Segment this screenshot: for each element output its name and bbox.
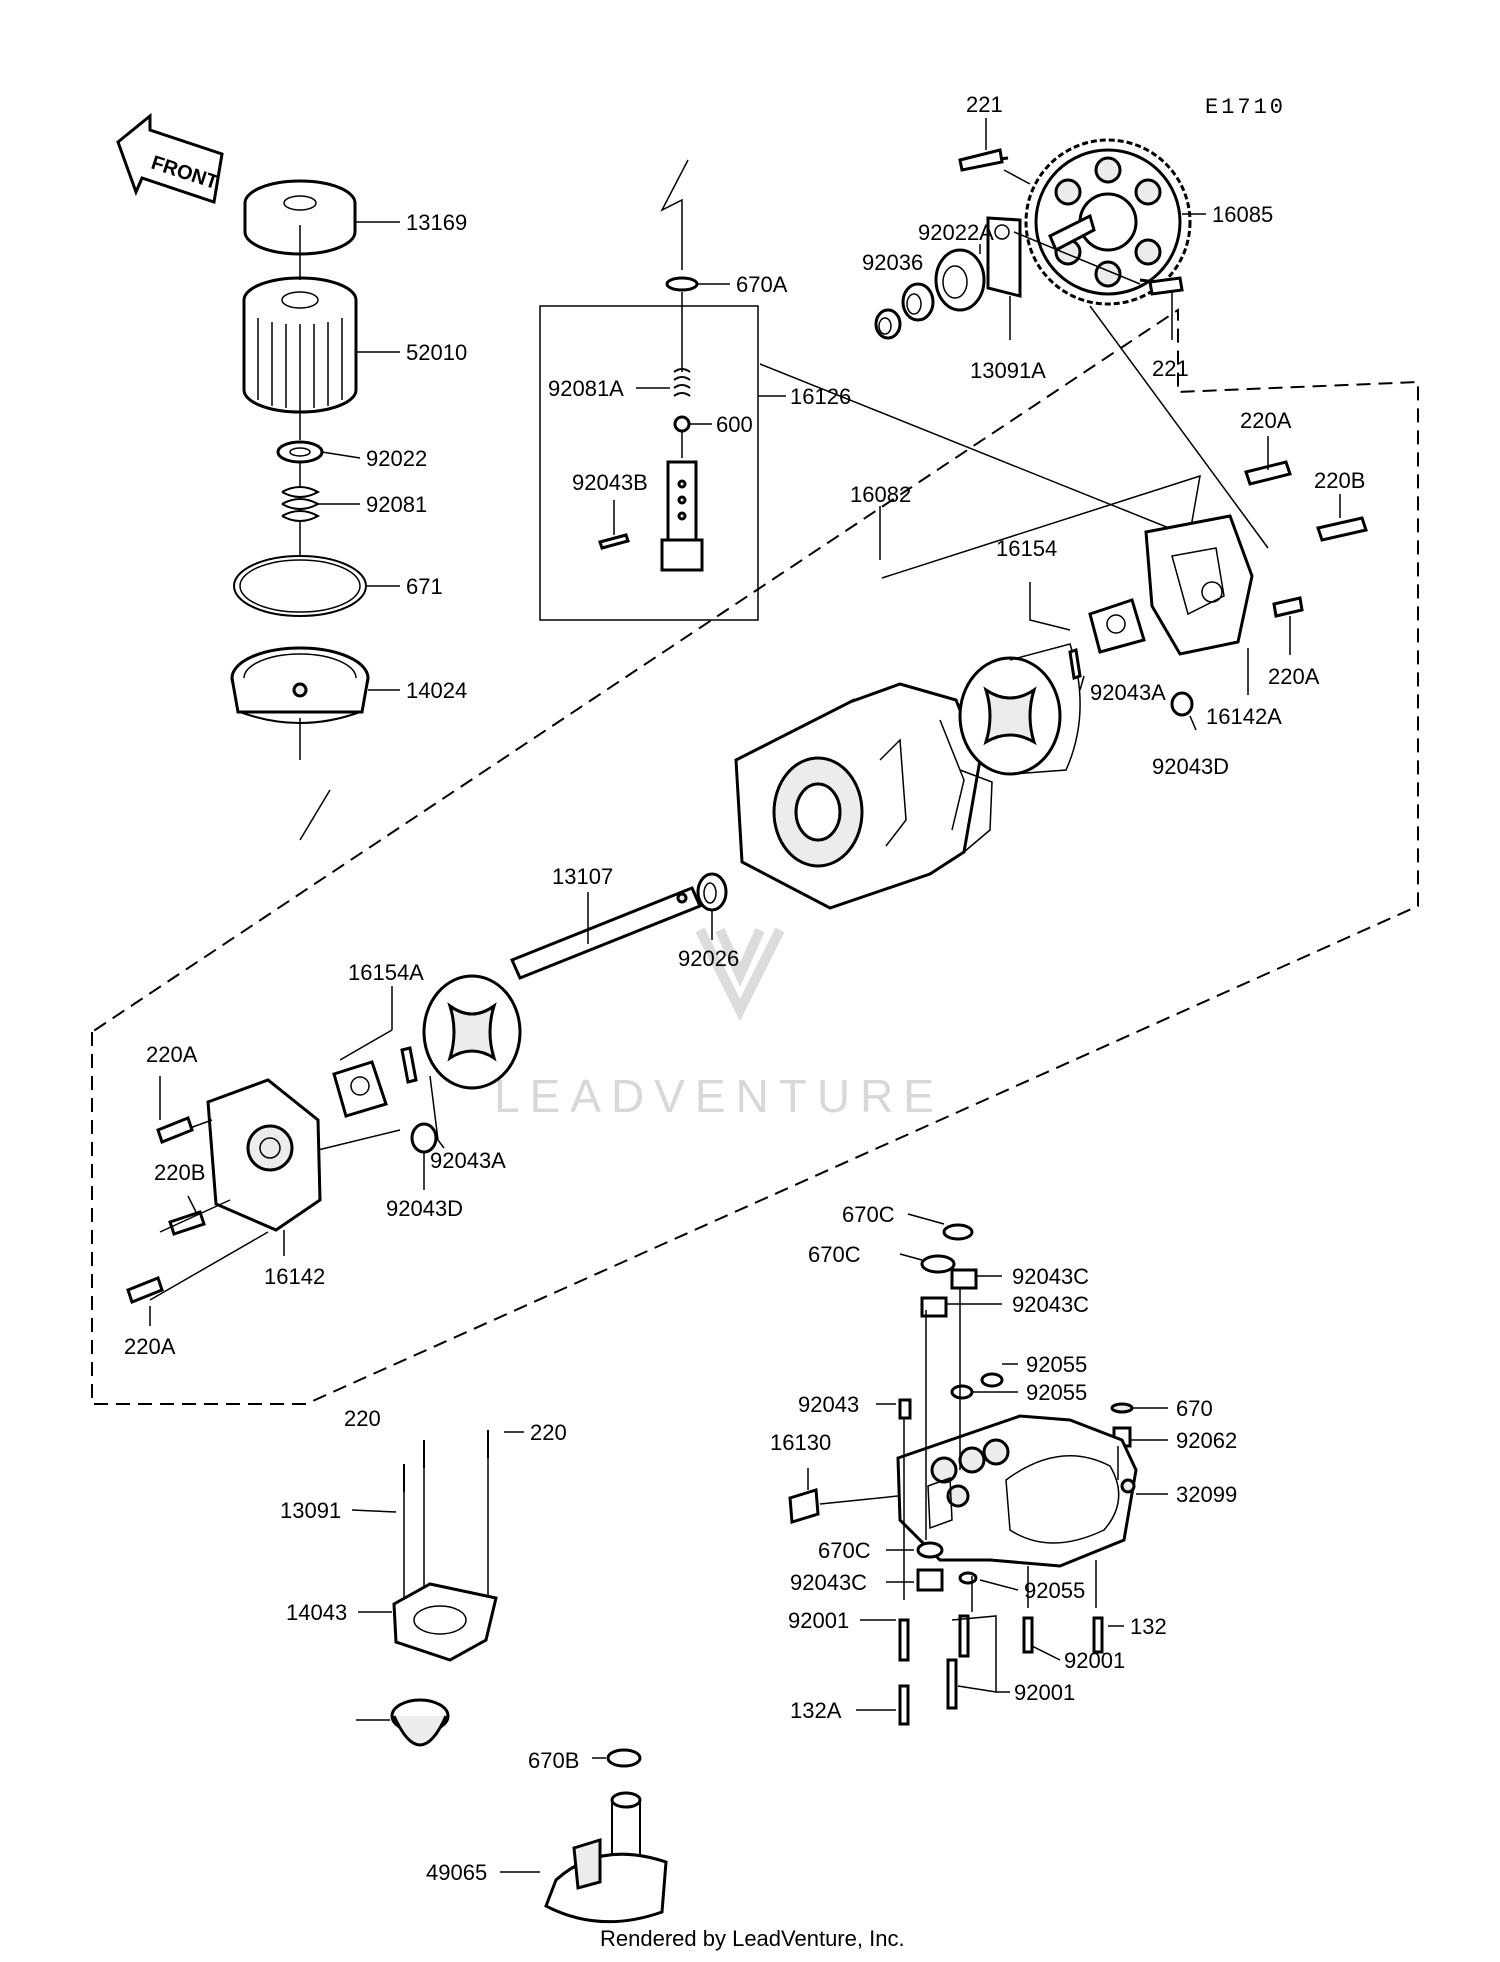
part-label[interactable]: 16130 [770,1430,831,1455]
pump-cover-group [788,1223,1138,1726]
part-label[interactable]: 32099 [1176,1482,1237,1507]
oil-filter-group [230,179,370,841]
part-label[interactable]: 92043C [1012,1292,1089,1317]
front-arrow-icon: FRONT [116,112,224,204]
part-label[interactable]: 92055 [1026,1352,1087,1377]
part-label[interactable]: 52010 [406,340,467,365]
part-label[interactable]: 92043A [1090,680,1166,705]
part-label[interactable]: 92043B [572,470,648,495]
part-label[interactable]: 92022A [918,220,994,245]
part-label[interactable]: 670C [842,1202,895,1227]
part-label[interactable]: 670C [808,1242,861,1267]
part-label[interactable]: 13107 [552,864,613,889]
part-label[interactable]: 220 [344,1406,381,1431]
part-label[interactable]: 220A [124,1334,176,1359]
drive-gear-group [874,138,1192,340]
part-label[interactable]: 92043D [386,1196,463,1221]
part-labels: 13169 52010 92022 92081 671 14024 670A 9… [124,92,1365,1885]
part-label[interactable]: 220B [1314,468,1365,493]
part-label[interactable]: 92043 [798,1392,859,1417]
part-label[interactable]: 220A [146,1042,198,1067]
part-label[interactable]: 92055 [1024,1578,1085,1603]
part-label[interactable]: 16126 [790,384,851,409]
part-label[interactable]: 92055 [1026,1380,1087,1405]
part-label[interactable]: 92026 [678,946,739,971]
part-label[interactable]: 16085 [1212,202,1273,227]
part-label[interactable]: 221 [1152,356,1189,381]
part-label[interactable]: 92001 [1014,1680,1075,1705]
part-label[interactable]: 92022 [366,446,427,471]
part-label[interactable]: 14043 [286,1600,347,1625]
part-label[interactable]: 132 [1130,1614,1167,1639]
strainer-group [390,1430,668,1924]
part-label[interactable]: 92036 [862,250,923,275]
part-label[interactable]: 16142A [1206,704,1282,729]
part-label[interactable]: 92043D [1152,754,1229,779]
part-label[interactable]: 13091A [970,358,1046,383]
part-label[interactable]: 49065 [426,1860,487,1885]
part-label[interactable]: 600 [716,412,753,437]
part-label[interactable]: 16154A [348,960,424,985]
diagram-code: E1710 [1205,95,1286,120]
part-label[interactable]: 670C [818,1538,871,1563]
part-label[interactable]: 92081A [548,376,624,401]
part-label[interactable]: 670 [1176,1396,1213,1421]
part-label[interactable]: 16154 [996,536,1057,561]
part-label[interactable]: 132A [790,1698,842,1723]
part-label[interactable]: 92001 [1064,1648,1125,1673]
part-label[interactable]: 670B [528,1748,579,1773]
part-label[interactable]: 92062 [1176,1428,1237,1453]
part-label[interactable]: 92001 [788,1608,849,1633]
part-label[interactable]: 13169 [406,210,467,235]
part-label[interactable]: 92043C [790,1570,867,1595]
part-label[interactable]: 92081 [366,492,427,517]
part-label[interactable]: 220B [154,1160,205,1185]
leader-lines [149,118,1341,1873]
part-label[interactable]: 92043C [1012,1264,1089,1289]
part-label[interactable]: 14024 [406,678,467,703]
part-label[interactable]: 671 [406,574,443,599]
part-label[interactable]: 16142 [264,1264,325,1289]
part-label[interactable]: 220A [1240,408,1292,433]
oil-pump-assembly [91,305,1419,1405]
part-label[interactable]: 92043A [430,1148,506,1173]
part-label[interactable]: 13091 [280,1498,341,1523]
watermark-text: LEADVENTURE [494,1070,944,1122]
footer-credit: Rendered by LeadVenture, Inc. [600,1926,905,1951]
relief-valve-group [539,159,759,621]
relief-valve-box [539,305,759,621]
part-label[interactable]: 220 [530,1420,567,1445]
part-label[interactable]: 16082 [850,482,911,507]
part-label[interactable]: 670A [736,272,788,297]
part-label[interactable]: 220A [1268,664,1320,689]
part-label[interactable]: 221 [966,92,1003,117]
watermark: LEADVENTURE [494,927,944,1122]
